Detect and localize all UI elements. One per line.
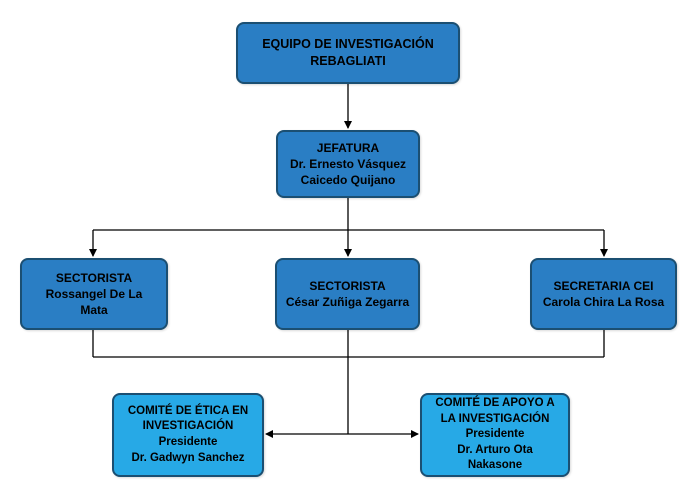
node-title: LA INVESTIGACIÓN — [440, 412, 550, 425]
node-text: Presidente — [465, 428, 525, 441]
node-text: Dr. Ernesto Vásquez — [289, 156, 407, 171]
node-secretaria: SECRETARIA CEI Carola Chira La Rosa — [530, 258, 677, 330]
node-sectorista-2: SECTORISTA César Zuñiga Zegarra — [275, 258, 420, 330]
node-text: César Zuñiga Zegarra — [285, 295, 410, 309]
node-title: SECTORISTA — [309, 278, 386, 293]
node-text: Caicedo Quijano — [300, 173, 396, 188]
node-equipo-investigacion: EQUIPO DE INVESTIGACIÓN REBAGLIATI — [236, 22, 460, 84]
node-title: COMITÉ DE ÉTICA EN — [127, 404, 249, 417]
node-text: Rossangel De La — [45, 286, 143, 301]
node-text: Dr. Arturo Ota — [457, 443, 533, 456]
node-text: EQUIPO DE INVESTIGACIÓN — [262, 37, 434, 52]
node-title: SECTORISTA — [55, 270, 133, 285]
node-text: Presidente — [158, 436, 218, 448]
node-sectorista-1: SECTORISTA Rossangel De La Mata — [20, 258, 168, 330]
node-text: REBAGLIATI — [310, 54, 386, 68]
node-title: JEFATURA — [316, 140, 380, 155]
node-text: Nakasone — [467, 459, 523, 472]
node-title: INVESTIGACIÓN — [142, 420, 234, 433]
node-comite-etica: COMITÉ DE ÉTICA EN INVESTIGACIÓN Preside… — [112, 393, 264, 477]
node-title: SECRETARIA CEI — [553, 278, 654, 293]
node-title: COMITÉ DE APOYO A — [435, 397, 555, 410]
node-comite-apoyo: COMITÉ DE APOYO A LA INVESTIGACIÓN Presi… — [420, 393, 570, 477]
node-text: Dr. Gadwyn Sanchez — [131, 451, 245, 464]
node-text: Carola Chira La Rosa — [542, 295, 665, 309]
node-jefatura: JEFATURA Dr. Ernesto Vásquez Caicedo Qui… — [276, 130, 420, 198]
node-text: Mata — [80, 303, 108, 318]
